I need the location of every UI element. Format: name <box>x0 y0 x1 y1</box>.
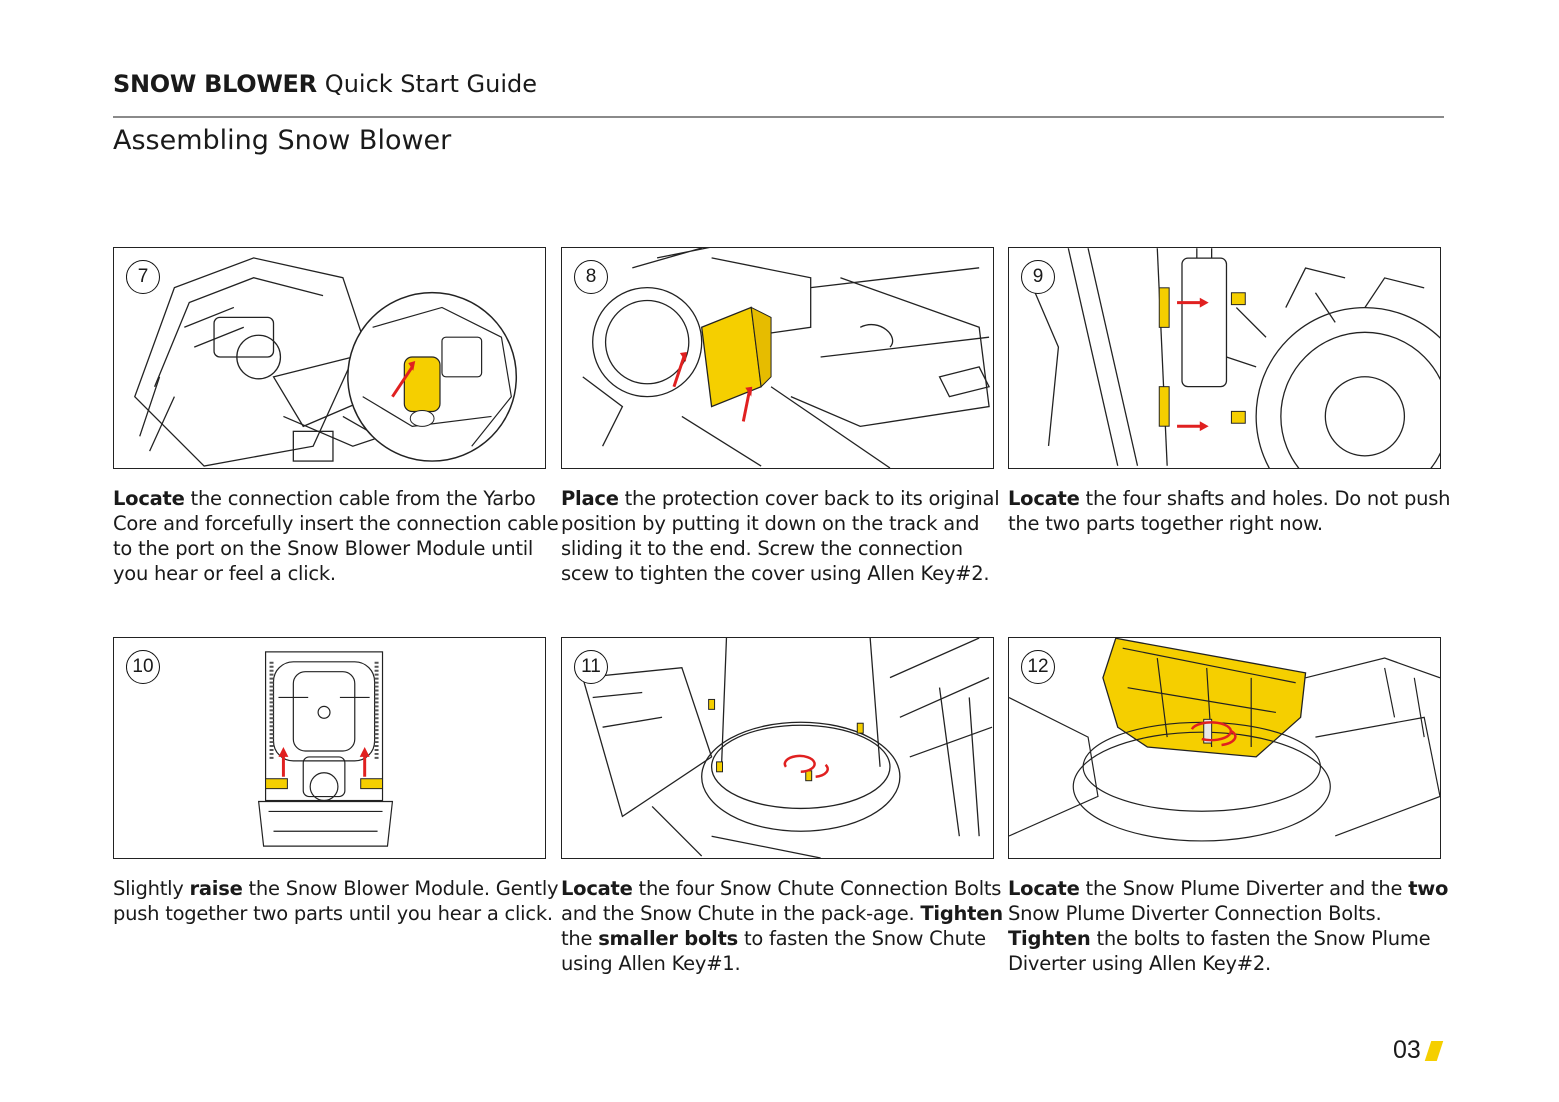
step-10-caption: Slightly raise the Snow Blower Module. G… <box>113 876 563 926</box>
step-8-illustration: 8 <box>561 247 994 469</box>
step-9-caption: Locate the four shafts and holes. Do not… <box>1008 486 1458 536</box>
emphasis-text: Locate <box>561 877 633 900</box>
brand-title: SNOW BLOWER <box>113 70 317 98</box>
header-divider <box>113 116 1444 118</box>
caption-text: Slightly <box>113 877 190 900</box>
emphasis-text: Locate <box>113 487 185 510</box>
step-10-illustration: 10 <box>113 637 546 859</box>
shafts-and-holes-drawing <box>1028 248 1440 468</box>
emphasis-text: Locate <box>1008 877 1080 900</box>
emphasis-text: Place <box>561 487 619 510</box>
snow-chute-drawing <box>581 638 993 858</box>
caption-text: the four Snow Chute Connection Bolts and… <box>561 877 1002 925</box>
module-top-view-drawing <box>257 651 394 847</box>
step-number-badge: 10 <box>126 650 160 684</box>
emphasis-text: smaller bolts <box>598 927 739 950</box>
caption-text: the <box>561 927 599 950</box>
caption-text: the connection cable from the Yarbo Core… <box>113 487 559 585</box>
step-11-caption: Locate the four Snow Chute Connection Bo… <box>561 876 1011 976</box>
page-number: 03 <box>1393 1036 1421 1064</box>
caption-text: the bolts to fasten the Snow Plume Diver… <box>1008 927 1431 975</box>
step-7-illustration: 7 <box>113 247 546 469</box>
emphasis-text: Tighten <box>1008 927 1091 950</box>
caption-text: to fasten the Snow Chute using Allen Key… <box>561 927 986 975</box>
snow-blower-cable-drawing <box>134 257 518 467</box>
emphasis-text: two <box>1408 877 1449 900</box>
caption-text: the Snow Blower Module. Gently push toge… <box>113 877 559 925</box>
section-title: Assembling Snow Blower <box>113 125 452 156</box>
step-number-badge: 7 <box>126 260 160 294</box>
caption-text: Snow Plume Diverter Connection Bolts. <box>1008 902 1382 925</box>
snow-plume-diverter-drawing <box>1009 638 1440 842</box>
emphasis-text: Tighten <box>920 902 1003 925</box>
step-number-badge: 12 <box>1021 650 1055 684</box>
emphasis-text: Locate <box>1008 487 1080 510</box>
step-9-illustration: 9 <box>1008 247 1441 469</box>
step-12-illustration: 12 <box>1008 637 1441 859</box>
step-7-caption: Locate the connection cable from the Yar… <box>113 486 563 586</box>
page-tab-marker <box>1424 1041 1444 1061</box>
protection-cover-drawing <box>582 248 991 468</box>
guide-title: Quick Start Guide <box>324 70 538 98</box>
caption-text: the four shafts and holes. Do not push t… <box>1008 487 1451 535</box>
emphasis-text: raise <box>189 877 243 900</box>
step-number-badge: 8 <box>574 260 608 294</box>
step-11-illustration: 11 <box>561 637 994 859</box>
step-12-caption: Locate the Snow Plume Diverter and the t… <box>1008 876 1458 976</box>
step-number-badge: 11 <box>574 650 608 684</box>
step-number-badge: 9 <box>1021 260 1055 294</box>
caption-text: the Snow Plume Diverter and the <box>1079 877 1409 900</box>
caption-text: the protection cover back to its origina… <box>561 487 1000 585</box>
step-8-caption: Place the protection cover back to its o… <box>561 486 1011 586</box>
